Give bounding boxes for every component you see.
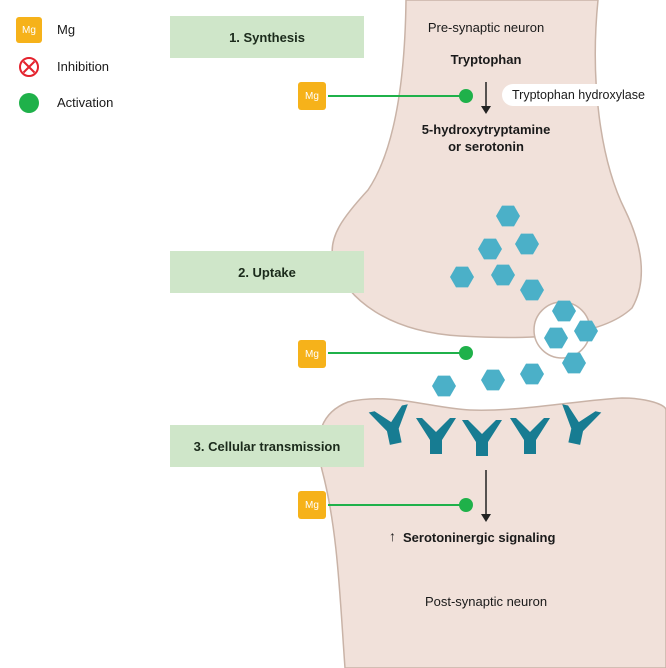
- serotonin-molecule: [544, 327, 568, 349]
- presynaptic-neuron-shape: [331, 0, 643, 339]
- serotonin-molecule: [450, 266, 474, 288]
- serotoninergic-signaling-label: Serotoninergic signaling: [403, 530, 556, 545]
- serotonin-molecule: [520, 279, 544, 301]
- serotonin-receptor: [562, 404, 602, 445]
- serotonin-molecules: [432, 205, 598, 397]
- serotonin-receptor: [510, 418, 550, 454]
- serotonin-molecule: [515, 233, 539, 255]
- serotonin-molecule: [432, 375, 456, 397]
- postsynaptic-neuron-shape: [317, 397, 666, 668]
- synthesis-arrow-head: [481, 106, 491, 114]
- serotonin-receptor: [368, 404, 408, 445]
- presynaptic-neuron-label: Pre-synaptic neuron: [427, 20, 545, 35]
- step-synthesis-box: 1. Synthesis: [170, 16, 364, 58]
- signaling-arrow-head: [481, 514, 491, 522]
- serotonin-molecule: [520, 363, 544, 385]
- serotonin-molecule: [478, 238, 502, 260]
- serotonin-molecule: [481, 369, 505, 391]
- step-uptake-box: 2. Uptake: [170, 251, 364, 293]
- inhibition-icon-cross-b: [22, 60, 36, 74]
- serotonin-molecule: [496, 205, 520, 227]
- serotonin-molecule: [552, 300, 576, 322]
- serotonin-molecule: [574, 320, 598, 342]
- postsynaptic-neuron-label: Post-synaptic neuron: [424, 594, 548, 609]
- activation-dot-transmission: [459, 498, 473, 512]
- legend-mg-badge: Mg: [16, 17, 42, 43]
- activation-icon: [19, 93, 39, 113]
- serotonin-receptor: [416, 418, 456, 454]
- serotonin-receptor: [462, 420, 502, 456]
- serotonin-molecule: [562, 352, 586, 374]
- mg-badge-transmission: Mg: [298, 491, 326, 519]
- mg-badge-synthesis: Mg: [298, 82, 326, 110]
- serotonin-product-line2: or serotonin: [448, 139, 524, 154]
- legend-mg-label: Mg: [57, 22, 76, 37]
- activation-dot-uptake: [459, 346, 473, 360]
- legend-activation-label: Activation: [57, 95, 114, 110]
- tryptophan-label: Tryptophan: [450, 52, 522, 67]
- serotonin-receptors: [368, 404, 602, 456]
- legend-inhibition-label: Inhibition: [57, 59, 110, 74]
- tryptophan-hydroxylase-label: Tryptophan hydroxylase: [502, 84, 666, 106]
- step-transmission-box: 3. Cellular transmission: [170, 425, 364, 467]
- mg-badge-uptake: Mg: [298, 340, 326, 368]
- serotonin-molecule: [491, 264, 515, 286]
- activation-dot-synthesis: [459, 89, 473, 103]
- serotonin-product-line1: 5-hydroxytryptamine: [421, 122, 551, 137]
- signaling-up-arrow: ↑: [389, 528, 396, 544]
